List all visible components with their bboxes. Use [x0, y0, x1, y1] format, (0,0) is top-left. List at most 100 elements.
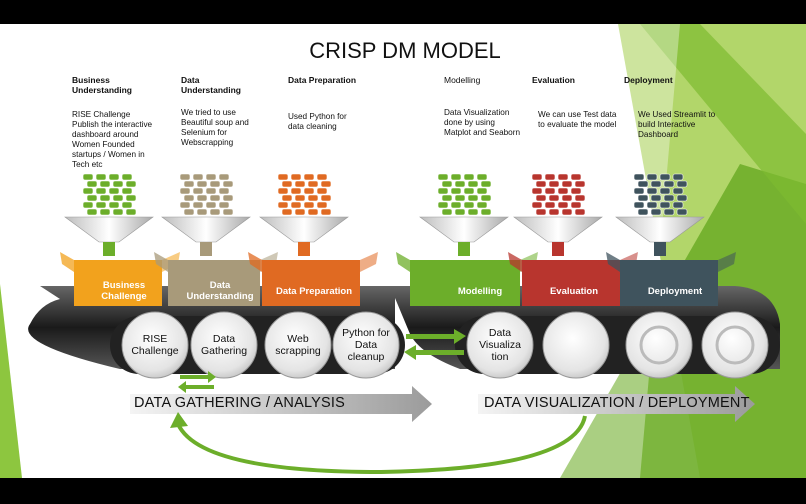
- data-disk-2: [316, 187, 328, 195]
- data-disk-1: [222, 180, 234, 188]
- data-disk-4: [535, 194, 547, 202]
- data-disk-4: [544, 187, 556, 195]
- phase-desc-evaluation: We can use Test data to evaluate the mod…: [538, 110, 617, 129]
- data-disk-2: [320, 180, 332, 188]
- data-disk-1: [222, 208, 234, 216]
- data-disk-4: [535, 180, 547, 188]
- data-disk-0: [108, 187, 120, 195]
- data-disk-2: [320, 194, 332, 202]
- phase-header-evaluation: Evaluation: [532, 75, 575, 85]
- funnel-4: [513, 216, 603, 243]
- data-disk-3: [476, 201, 488, 209]
- data-disk-3: [467, 180, 479, 188]
- data-disk-5: [672, 201, 684, 209]
- data-disk-5: [659, 173, 671, 181]
- data-disk-1: [196, 208, 208, 216]
- data-disk-1: [218, 187, 230, 195]
- data-disk-2: [277, 187, 289, 195]
- funnel-5: [615, 216, 705, 243]
- data-disk-2: [281, 180, 293, 188]
- data-disk-1: [179, 187, 191, 195]
- funnel-output-5: [654, 242, 666, 256]
- data-disk-4: [561, 180, 573, 188]
- data-disk-5: [672, 187, 684, 195]
- funnel-1: [161, 216, 251, 243]
- data-disk-5: [676, 194, 688, 202]
- band-arrow-right: [478, 386, 755, 422]
- data-disk-3: [476, 187, 488, 195]
- data-disk-2: [316, 173, 328, 181]
- data-disk-2: [294, 208, 306, 216]
- data-disk-2: [281, 208, 293, 216]
- data-disk-4: [574, 208, 586, 216]
- data-disk-3: [437, 173, 449, 181]
- slide: CRISP DM MODEL Business Understanding Da…: [0, 24, 806, 478]
- phase-desc-business: RISE Challenge Publish the interactive d…: [72, 110, 153, 169]
- roller-label-data-gathering: Data Gathering: [200, 333, 248, 357]
- box-label-data-preparation: Data Preparation: [275, 286, 353, 297]
- deco-green-shape-3: [640, 24, 806, 224]
- data-disk-0: [121, 201, 133, 209]
- data-disk-3: [467, 208, 479, 216]
- data-disk-2: [307, 208, 319, 216]
- data-disk-3: [441, 180, 453, 188]
- data-disk-0: [95, 201, 107, 209]
- data-disk-0: [125, 194, 137, 202]
- data-disk-0: [86, 180, 98, 188]
- phase-desc-data-preparation: Used Python for data cleaning: [288, 112, 347, 131]
- data-disk-2: [316, 201, 328, 209]
- data-disk-5: [663, 208, 675, 216]
- data-disk-3: [467, 194, 479, 202]
- box-flap-right-2: [360, 252, 378, 272]
- data-disk-1: [209, 208, 221, 216]
- data-disk-2: [303, 187, 315, 195]
- data-disk-0: [108, 173, 120, 181]
- data-disk-5: [659, 201, 671, 209]
- roller-label-python-cleanup: Python for Data cleanup: [342, 327, 390, 363]
- data-disk-5: [659, 187, 671, 195]
- box-label-modelling: Modelling: [457, 286, 503, 297]
- data-disk-3: [450, 201, 462, 209]
- data-disk-5: [650, 180, 662, 188]
- data-disk-3: [454, 180, 466, 188]
- data-disk-1: [196, 180, 208, 188]
- data-disk-2: [303, 201, 315, 209]
- data-disk-4: [561, 194, 573, 202]
- data-disk-3: [480, 208, 492, 216]
- box-2: [262, 260, 360, 306]
- data-disk-0: [125, 180, 137, 188]
- box-flap-left-4: [508, 252, 522, 272]
- box-flap-left-3: [396, 252, 410, 272]
- data-disk-5: [646, 201, 658, 209]
- data-disk-4: [570, 201, 582, 209]
- data-disk-5: [646, 173, 658, 181]
- band-label-gathering: DATA GATHERING / ANALYSIS: [134, 395, 346, 411]
- phase-header-modelling: Modelling: [444, 75, 481, 85]
- data-disk-5: [676, 180, 688, 188]
- data-disk-3: [437, 187, 449, 195]
- roller-label-data-visualization: Data Visualiza tion: [479, 327, 521, 363]
- data-disk-1: [183, 180, 195, 188]
- phase-header-data-preparation: Data Preparation: [288, 75, 357, 85]
- data-disk-1: [209, 194, 221, 202]
- data-disk-3: [441, 194, 453, 202]
- data-disk-0: [99, 194, 111, 202]
- data-disk-0: [86, 208, 98, 216]
- phase-desc-deployment: We Used Streamlit to build Interactive D…: [638, 110, 716, 139]
- roller-label-web-scrapping: Web scrapping: [275, 333, 321, 357]
- data-disk-3: [463, 173, 475, 181]
- data-disk-3: [463, 187, 475, 195]
- data-disk-4: [531, 173, 543, 181]
- data-disk-0: [82, 173, 94, 181]
- box-label-data-understanding: Data Understanding: [186, 280, 254, 302]
- data-disk-2: [290, 201, 302, 209]
- data-disk-1: [192, 201, 204, 209]
- data-disk-5: [676, 208, 688, 216]
- data-disk-0: [121, 173, 133, 181]
- data-disk-5: [637, 194, 649, 202]
- data-disk-5: [637, 208, 649, 216]
- data-disk-1: [205, 187, 217, 195]
- data-disk-5: [663, 194, 675, 202]
- data-disk-5: [633, 187, 645, 195]
- data-disk-4: [544, 201, 556, 209]
